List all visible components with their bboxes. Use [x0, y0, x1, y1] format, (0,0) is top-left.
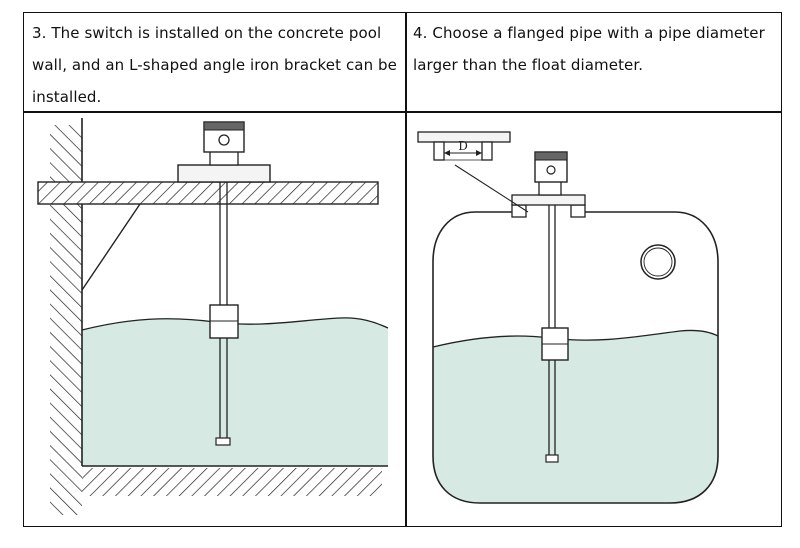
tank-diagram: D	[417, 131, 719, 504]
tank-flange	[511, 194, 586, 206]
flange-detail: D	[417, 131, 529, 213]
diameter-label: D	[458, 139, 468, 153]
pool-floor-hatch	[82, 468, 382, 496]
tank-port	[640, 244, 676, 280]
tank-body	[432, 211, 719, 504]
tank-water-surface	[432, 329, 719, 348]
step4-caption: 4. Choose a flanged pipe with a pipe dia…	[413, 24, 765, 74]
pool-flange	[177, 164, 271, 183]
pool-diagram	[37, 118, 389, 515]
row-divider	[24, 111, 781, 113]
pool-water-surface	[81, 317, 389, 331]
tank-water	[433, 330, 718, 503]
tank-rod-stop	[545, 454, 559, 463]
column-divider	[405, 13, 407, 526]
instruction-table: 3. The switch is installed on the concre…	[23, 12, 782, 527]
pool-rod-stop	[215, 437, 231, 446]
pool-water	[82, 317, 388, 466]
step3-caption: 3. The switch is installed on the concre…	[32, 24, 398, 106]
bracket-support	[81, 203, 141, 291]
detail-leader-line	[454, 164, 529, 213]
